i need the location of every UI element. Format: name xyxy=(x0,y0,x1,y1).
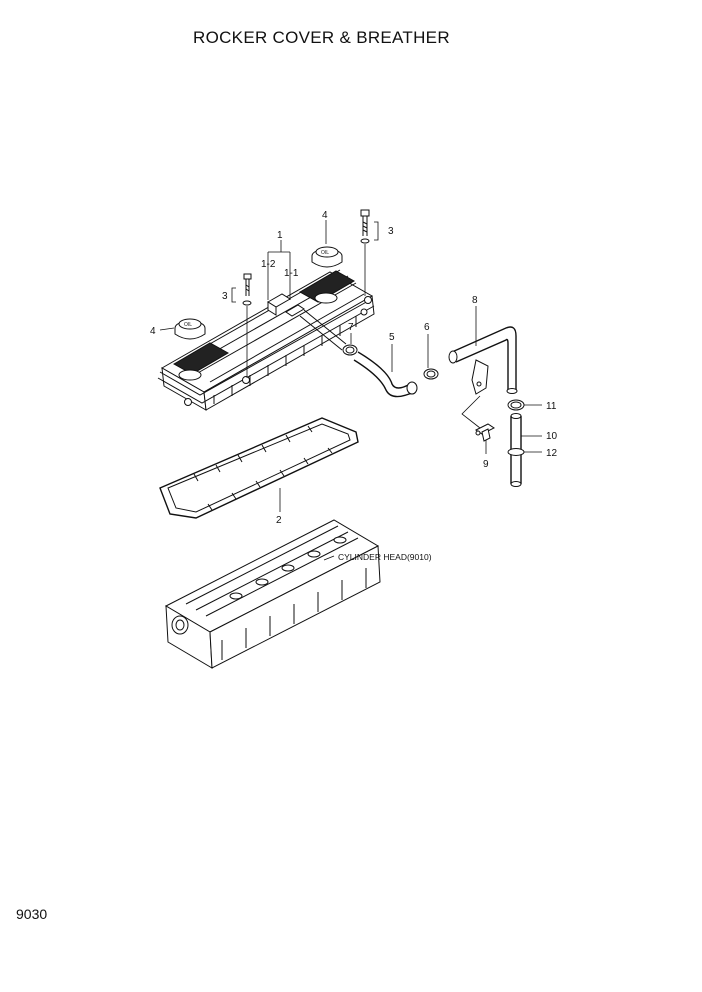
leader-4-left xyxy=(159,327,175,331)
svg-text:OIL: OIL xyxy=(184,322,192,328)
oil-cap-left: OIL xyxy=(174,318,206,340)
breather-hose xyxy=(353,344,418,398)
callout-5: 5 xyxy=(389,332,395,343)
callout-1: 1 xyxy=(277,230,283,241)
callout-3-left: 3 xyxy=(222,291,228,302)
callout-9: 9 xyxy=(483,459,489,470)
bracket-leader-3-left xyxy=(231,287,236,303)
bolt-left xyxy=(242,273,252,378)
leader-cylinder-head xyxy=(323,555,335,561)
svg-text:OIL: OIL xyxy=(321,250,329,256)
callout-1-1: 1-1 xyxy=(284,268,299,279)
callout-7: 7 xyxy=(348,322,354,333)
hose-clamp-6 xyxy=(423,334,439,380)
bracket-bolt-9 xyxy=(461,395,495,454)
cylinder-head xyxy=(164,519,381,669)
rocker-cover xyxy=(157,269,375,411)
callout-4-top: 4 xyxy=(322,210,328,221)
breather-pipe xyxy=(448,306,518,395)
hose-clamp-7 xyxy=(342,333,358,356)
callout-3-top: 3 xyxy=(388,226,394,237)
cylinder-head-reference-label: CYLINDER HEAD(9010) xyxy=(338,552,432,562)
callout-10: 10 xyxy=(546,431,558,442)
callout-6: 6 xyxy=(424,322,430,333)
bolt-top xyxy=(360,209,370,296)
pipe-clamp-11 xyxy=(507,399,542,411)
rocker-cover-gasket xyxy=(159,417,359,519)
oil-cap-top: OIL xyxy=(311,246,343,268)
callout-8: 8 xyxy=(472,295,478,306)
callout-4-left: 4 xyxy=(150,326,156,337)
page-number: 9030 xyxy=(16,906,48,922)
page-title: ROCKER COVER & BREATHER xyxy=(193,28,450,47)
bracket-leader-1 xyxy=(267,240,291,300)
callout-1-2: 1-2 xyxy=(261,259,276,270)
bracket-leader-3-top xyxy=(374,221,379,241)
callout-12: 12 xyxy=(546,448,558,459)
tube-clamp-12 xyxy=(507,448,542,456)
callout-2: 2 xyxy=(276,515,282,526)
callout-11: 11 xyxy=(546,401,557,412)
